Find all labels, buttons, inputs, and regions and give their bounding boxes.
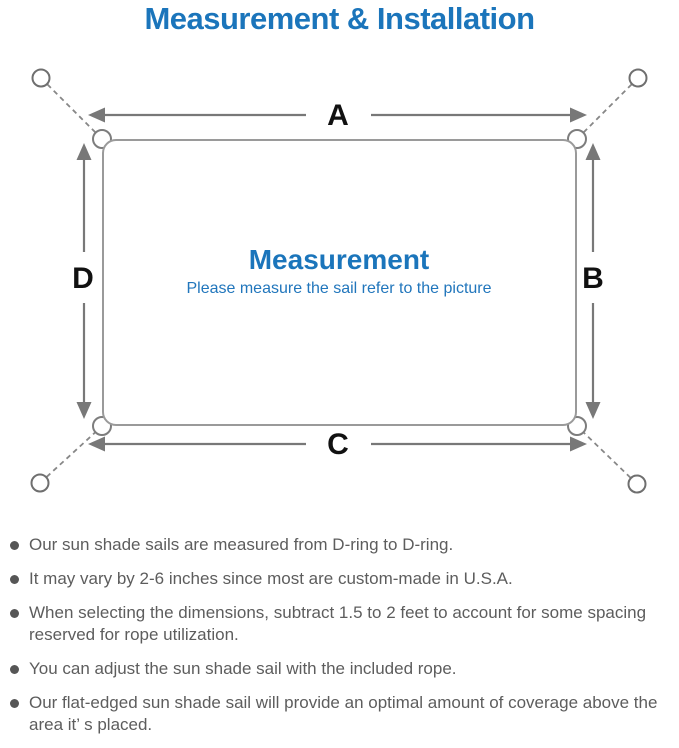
arrowhead-left-icon	[88, 436, 105, 452]
note-text: You can adjust the sun shade sail with t…	[29, 659, 457, 678]
arrowhead-down-icon	[76, 402, 92, 419]
list-item: Our flat-edged sun shade sail will provi…	[10, 692, 673, 736]
notes-list: Our sun shade sails are measured from D-…	[10, 534, 673, 748]
dimension-label-a: A	[327, 99, 349, 132]
dimension-arrow-b	[585, 143, 601, 419]
anchor-points	[30, 68, 648, 494]
bullet-dot-icon	[10, 541, 19, 550]
dimension-label-c: C	[327, 428, 349, 461]
note-text: Our sun shade sails are measured from D-…	[29, 535, 454, 554]
dimension-arrow-a	[88, 107, 587, 123]
bullet-dot-icon	[10, 665, 19, 674]
bullet-dot-icon	[10, 575, 19, 584]
sail-rectangle	[102, 139, 577, 426]
note-text: Our flat-edged sun shade sail will provi…	[29, 693, 658, 734]
diagram-heading: Measurement	[249, 244, 430, 275]
note-text: It may vary by 2-6 inches since most are…	[29, 569, 513, 588]
list-item: Our sun shade sails are measured from D-…	[10, 534, 673, 556]
list-item: It may vary by 2-6 inches since most are…	[10, 568, 673, 590]
arrowhead-right-icon	[570, 436, 587, 452]
arrowhead-up-icon	[76, 143, 92, 160]
dimension-arrow-c	[88, 436, 587, 452]
dimension-label-b: B	[582, 262, 604, 295]
anchor-point-top-right-icon	[628, 68, 648, 88]
rope-dashed-lines	[39, 77, 639, 485]
anchor-point-bottom-left-icon	[30, 473, 50, 493]
list-item: When selecting the dimensions, subtract …	[10, 602, 673, 646]
dimension-arrow-d	[76, 143, 92, 419]
arrowhead-down-icon	[585, 402, 601, 419]
anchor-point-bottom-right-icon	[627, 474, 647, 494]
diagram-subheading: Please measure the sail refer to the pic…	[186, 280, 491, 297]
arrowhead-left-icon	[88, 107, 105, 123]
rope-top-left	[40, 77, 101, 138]
bullet-dot-icon	[10, 699, 19, 708]
rope-bottom-right	[578, 427, 638, 485]
sail-measurement-diagram: Measurement Please measure the sail refe…	[30, 68, 648, 494]
bullet-dot-icon	[10, 609, 19, 618]
anchor-point-top-left-icon	[31, 68, 51, 88]
rope-bottom-left	[39, 427, 101, 484]
list-item: You can adjust the sun shade sail with t…	[10, 658, 673, 680]
dimension-label-d: D	[72, 262, 94, 295]
arrowhead-up-icon	[585, 143, 601, 160]
note-text: When selecting the dimensions, subtract …	[29, 603, 647, 644]
page-title: Measurement & Installation	[144, 1, 535, 36]
rope-top-right	[578, 77, 639, 138]
arrowhead-right-icon	[570, 107, 587, 123]
